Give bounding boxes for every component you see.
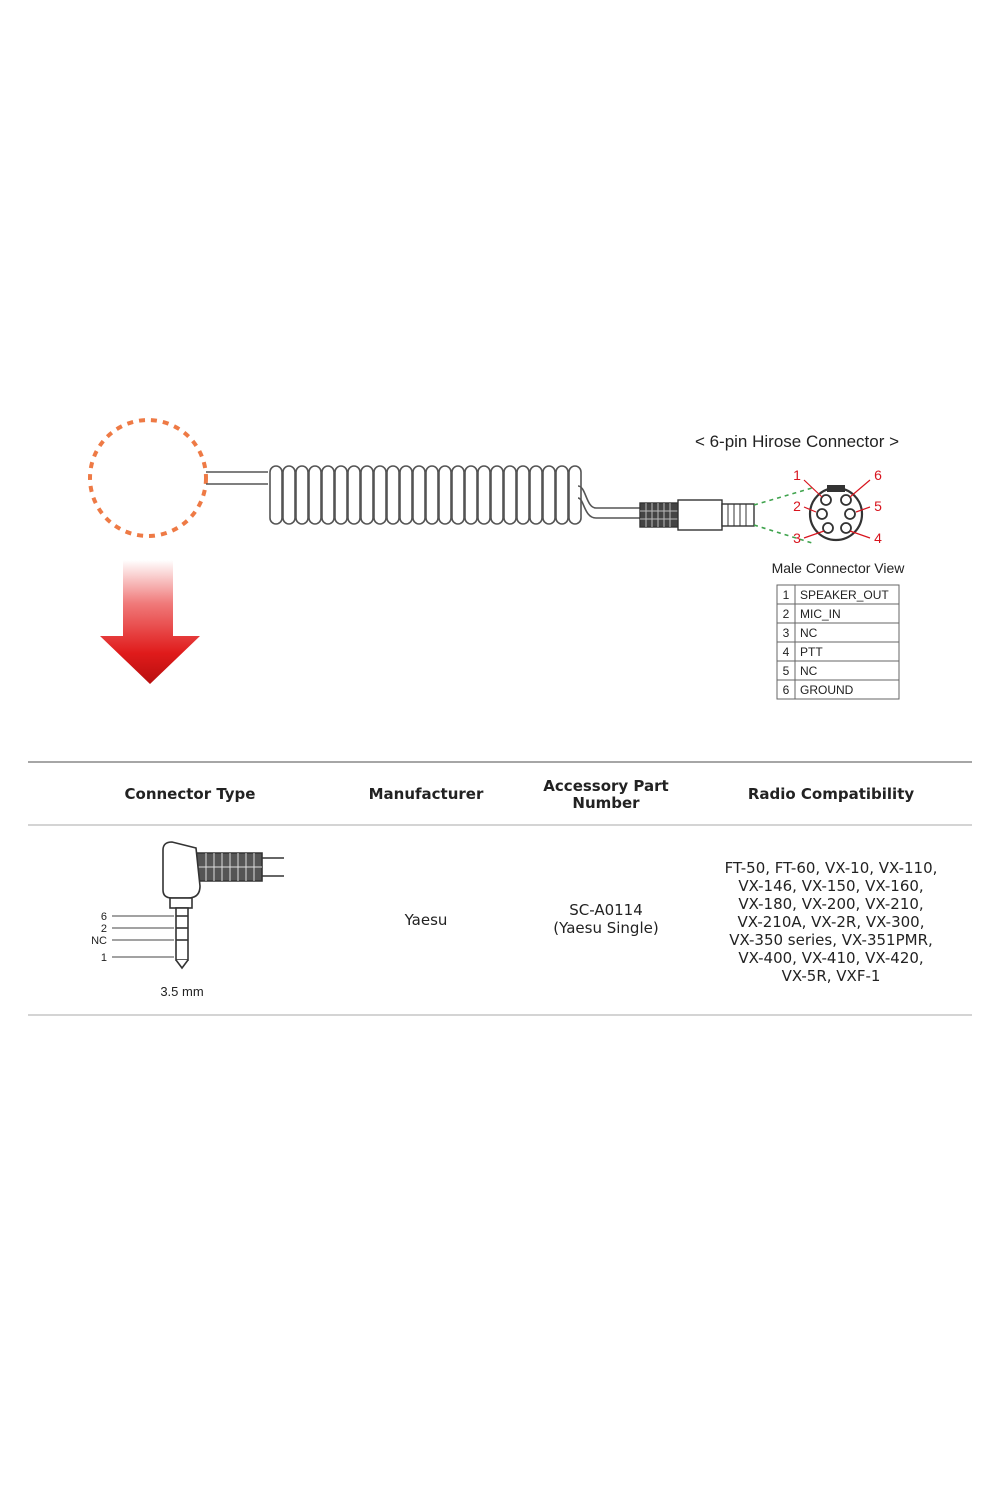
coil-loop xyxy=(386,465,400,525)
header-connector-type: Connector Type xyxy=(125,785,256,803)
coil-loop xyxy=(438,465,452,525)
pinout-pin-number: 4 xyxy=(783,645,790,659)
coil-loop xyxy=(399,465,413,525)
pinout-pin-number: 3 xyxy=(783,626,790,640)
pin-number-label: 1 xyxy=(793,467,801,483)
pinout-pin-number: 5 xyxy=(783,664,790,678)
coil-loop xyxy=(555,465,569,525)
compatibility-line: VX-210A, VX-2R, VX-300, xyxy=(738,913,925,931)
pinout-signal-name: GROUND xyxy=(800,683,854,697)
part-number-line1: SC-A0114 xyxy=(569,901,643,919)
plug-pin-label: NC xyxy=(91,935,107,947)
plug-pin-label: 6 xyxy=(101,911,107,923)
coil-loop xyxy=(321,465,335,525)
pin-dot xyxy=(840,494,852,506)
plug-pin-label: 2 xyxy=(101,923,107,935)
coil-loop xyxy=(425,465,439,525)
coil-loop xyxy=(334,465,348,525)
pin-leader xyxy=(803,479,823,498)
down-arrow-icon xyxy=(100,560,200,684)
pinout-signal-name: NC xyxy=(800,664,818,678)
pin-dot xyxy=(816,508,828,520)
pin-leader xyxy=(803,530,825,539)
header-manufacturer: Manufacturer xyxy=(369,785,484,803)
coil-loop xyxy=(477,465,491,525)
coil-loop xyxy=(360,465,374,525)
pinout-signal-name: NC xyxy=(800,626,818,640)
manufacturer-cell: Yaesu xyxy=(404,911,448,929)
coil-loop xyxy=(451,465,465,525)
header-part-number-line1: Accessory Part xyxy=(543,777,668,795)
coil-loop xyxy=(295,465,309,525)
coil-loop xyxy=(412,465,426,525)
highlight-circle xyxy=(88,418,208,538)
coil-loop xyxy=(464,465,478,525)
compatibility-line: VX-5R, VXF-1 xyxy=(782,967,881,985)
coiled-cable xyxy=(206,465,642,525)
pin-face: 1 2 3 4 5 6 xyxy=(793,467,882,546)
pin-number-label: 3 xyxy=(793,530,801,546)
pinout-pin-number: 1 xyxy=(783,588,790,602)
plug-size-label: 3.5 mm xyxy=(160,984,203,999)
pinout-pin-number: 2 xyxy=(783,607,790,621)
compatibility-line: FT-50, FT-60, VX-10, VX-110, xyxy=(725,859,938,877)
pin-dot xyxy=(844,508,856,520)
guide-lines xyxy=(753,487,813,544)
plug-pin-label: 1 xyxy=(101,952,107,964)
pinout-signal-name: SPEAKER_OUT xyxy=(800,588,889,602)
pin-dot xyxy=(822,522,834,534)
pinout-signal-name: MIC_IN xyxy=(800,607,841,621)
part-number-line2: (Yaesu Single) xyxy=(553,919,658,937)
pinout-pin-number: 6 xyxy=(783,683,790,697)
coil-loop xyxy=(269,465,283,525)
coil-loop xyxy=(347,465,361,525)
coil-loop xyxy=(542,465,556,525)
coil-loop xyxy=(490,465,504,525)
compatibility-line: VX-146, VX-150, VX-160, xyxy=(738,877,923,895)
pin-number-label: 5 xyxy=(874,498,882,514)
compatibility-cell: FT-50, FT-60, VX-10, VX-110,VX-146, VX-1… xyxy=(725,859,938,985)
header-part-number-line2: Number xyxy=(572,794,640,812)
pin-leader xyxy=(803,506,817,513)
pin-leader xyxy=(849,479,871,498)
coil-loop xyxy=(529,465,543,525)
header-radio-compatibility: Radio Compatibility xyxy=(748,785,915,803)
pin-number-label: 2 xyxy=(793,498,801,514)
pin-leader xyxy=(855,506,871,513)
coil-loop xyxy=(568,465,582,525)
compatibility-line: VX-180, VX-200, VX-210, xyxy=(738,895,923,913)
plug-3-5mm-icon xyxy=(162,841,284,970)
coil-loop xyxy=(282,465,296,525)
pin-number-label: 4 xyxy=(874,530,882,546)
coil-loop xyxy=(373,465,387,525)
hirose-connector xyxy=(639,499,755,531)
compatibility-line: VX-350 series, VX-351PMR, xyxy=(729,931,933,949)
pin-dot xyxy=(820,494,832,506)
connector-title: < 6-pin Hirose Connector > xyxy=(695,432,899,451)
pin-dot xyxy=(840,522,852,534)
pinout-signal-name: PTT xyxy=(800,645,823,659)
pin-number-label: 6 xyxy=(874,467,882,483)
coil-loop xyxy=(503,465,517,525)
coil-loop xyxy=(516,465,530,525)
coil-loop xyxy=(308,465,322,525)
view-label: Male Connector View xyxy=(772,560,906,576)
compatibility-line: VX-400, VX-410, VX-420, xyxy=(738,949,923,967)
pinout-signal-cell xyxy=(794,679,900,700)
pin-leader xyxy=(849,530,871,539)
